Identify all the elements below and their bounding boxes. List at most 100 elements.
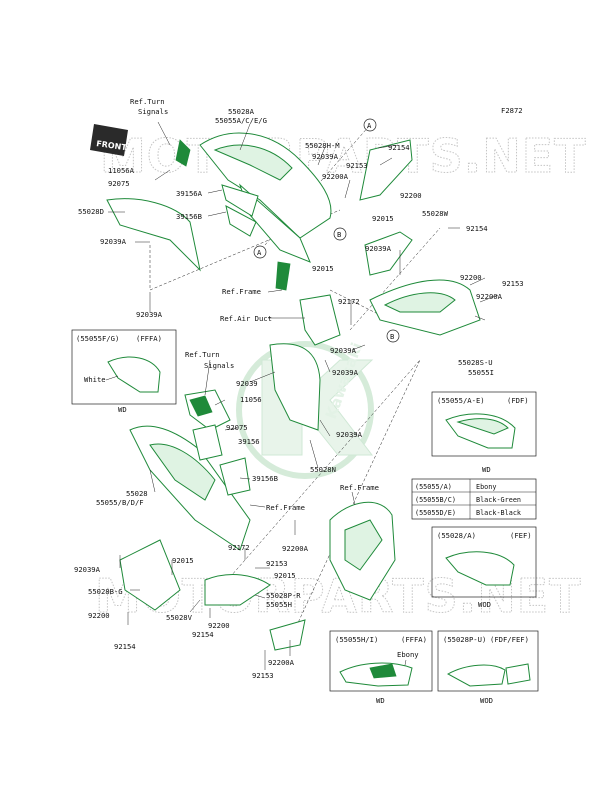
part-label: 92200A (322, 172, 349, 181)
inset-foot: WD (482, 465, 491, 474)
part-label: 39156B (252, 474, 278, 483)
inset-foot: WD (376, 696, 385, 705)
callout-a-left-label: A (257, 248, 262, 257)
callout-a-top: A (363, 118, 377, 132)
part-label: Signals (204, 361, 234, 370)
color-table-color: Black-Black (476, 509, 521, 517)
part-label: 92200 (460, 273, 482, 282)
inset-tag: (FDF) (507, 396, 529, 405)
inset-tag: (FDF/FEF) (490, 635, 529, 644)
part-label: 55055/B/D/F (96, 498, 144, 507)
callout-a-left: A (253, 245, 267, 259)
part-label: 92039A (312, 152, 339, 161)
color-table-code: (55055D/E) (415, 509, 456, 517)
front-label: FRONT (96, 139, 128, 152)
inset-55028p-u: (55028P-U) (FDF/FEF) WOD (437, 630, 539, 705)
part-label: 92200 (88, 611, 110, 620)
part-labels: Ref.Turn Signals 55028A 55055A/C/E/G 550… (74, 97, 524, 680)
part-label: 55028H-M (305, 141, 340, 150)
part-label: 55028A (228, 107, 255, 116)
part-label: 55028N (310, 465, 336, 474)
callout-b-right-label: B (390, 332, 394, 341)
inset-code: (55028P-U) (443, 635, 486, 644)
inset-55028a: (55028/A) (FEF) WOD (431, 526, 537, 609)
inset-foot: WOD (478, 600, 491, 609)
part-label: 92039A (74, 565, 101, 574)
inset-55055a-e: (55055/A-E) (FDF) WD (431, 391, 537, 474)
part-label: Ref.Turn (130, 97, 165, 106)
part-label: 92200 (208, 621, 230, 630)
inset-foot: WOD (480, 696, 493, 705)
figure-code: F2872 (501, 106, 523, 115)
part-label: 55028B-G (88, 587, 123, 596)
part-label: 92200 (400, 191, 422, 200)
part-label: Ref.Turn (185, 350, 220, 359)
part-label: 92200A (476, 292, 503, 301)
callout-b-mid: B (333, 227, 347, 241)
part-label: 55028P-R (266, 591, 301, 600)
color-table-code: (55055/A) (415, 483, 452, 491)
part-label: Signals (138, 107, 168, 116)
part-label: 92039A (336, 430, 363, 439)
part-label: 92153 (252, 671, 274, 680)
part-label: 92039A (365, 244, 392, 253)
inset-code: (55055/A-E) (437, 396, 485, 405)
part-label: 92200A (282, 544, 309, 553)
part-label: 92200A (268, 658, 295, 667)
color-table: (55055/A) Ebony (55055B/C) Black-Green (… (411, 478, 537, 520)
lower-cowl-assembly (119, 343, 396, 651)
callout-b-right: B (386, 329, 400, 343)
inset-code: (55055F/G) (76, 334, 119, 343)
inset-tag: (FEF) (510, 531, 532, 540)
part-label: Ref.Air Duct (220, 314, 272, 323)
part-label: 55028V (166, 613, 193, 622)
part-label: Ref.Frame (340, 483, 379, 492)
part-label: 92015 (372, 214, 394, 223)
callout-a-top-label: A (367, 121, 372, 130)
part-label: 11056A (108, 166, 135, 175)
part-label: 92015 (312, 264, 334, 273)
part-label: 92039A (332, 368, 359, 377)
part-label: 55055A/C/E/G (215, 116, 267, 125)
part-label: 92075 (226, 423, 248, 432)
front-indicator: FRONT (90, 124, 128, 156)
upper-cowl-assembly (106, 132, 481, 346)
part-label: 55055I (468, 368, 494, 377)
part-label: 92172 (228, 543, 250, 552)
part-label: 39156B (176, 212, 202, 221)
part-label: 92039A (330, 346, 357, 355)
part-label: 92039 (236, 379, 258, 388)
part-label: 92153 (346, 161, 368, 170)
part-label: 11056 (240, 395, 262, 404)
part-label: 92172 (338, 297, 360, 306)
part-label: 92015 (172, 556, 194, 565)
inset-color: White (84, 375, 106, 384)
part-label: 92039A (136, 310, 163, 319)
inset-tag: (FFFA) (136, 334, 162, 343)
color-table-color: Ebony (476, 483, 496, 491)
inset-55055fg: (55055F/G) (FFFA) White WD (71, 329, 177, 414)
part-label: 92154 (192, 630, 214, 639)
part-label: 92153 (266, 559, 288, 568)
inset-foot: WD (118, 405, 127, 414)
inset-code: (55055H/I) (335, 635, 378, 644)
part-label: 92039A (100, 237, 127, 246)
part-label: 55028 (126, 489, 148, 498)
part-label: 39156A (176, 189, 203, 198)
inset-color: Ebony (397, 650, 419, 659)
color-table-color: Black-Green (476, 496, 521, 504)
part-label: 92154 (466, 224, 488, 233)
part-label: Ref.Frame (222, 287, 261, 296)
part-label: Ref.Frame (266, 503, 305, 512)
part-label: 92154 (388, 143, 410, 152)
part-label: 55055H (266, 600, 292, 609)
part-label: 92015 (274, 571, 296, 580)
inset-55055hi: (55055H/I) (FFFA) Ebony WD (329, 630, 433, 705)
part-label: 92075 (108, 179, 130, 188)
inset-tag: (FFFA) (401, 635, 427, 644)
part-label: 55028W (422, 209, 449, 218)
inset-code: (55028/A) (437, 531, 476, 540)
part-label: 92153 (502, 279, 524, 288)
callout-b-mid-label: B (337, 230, 341, 239)
